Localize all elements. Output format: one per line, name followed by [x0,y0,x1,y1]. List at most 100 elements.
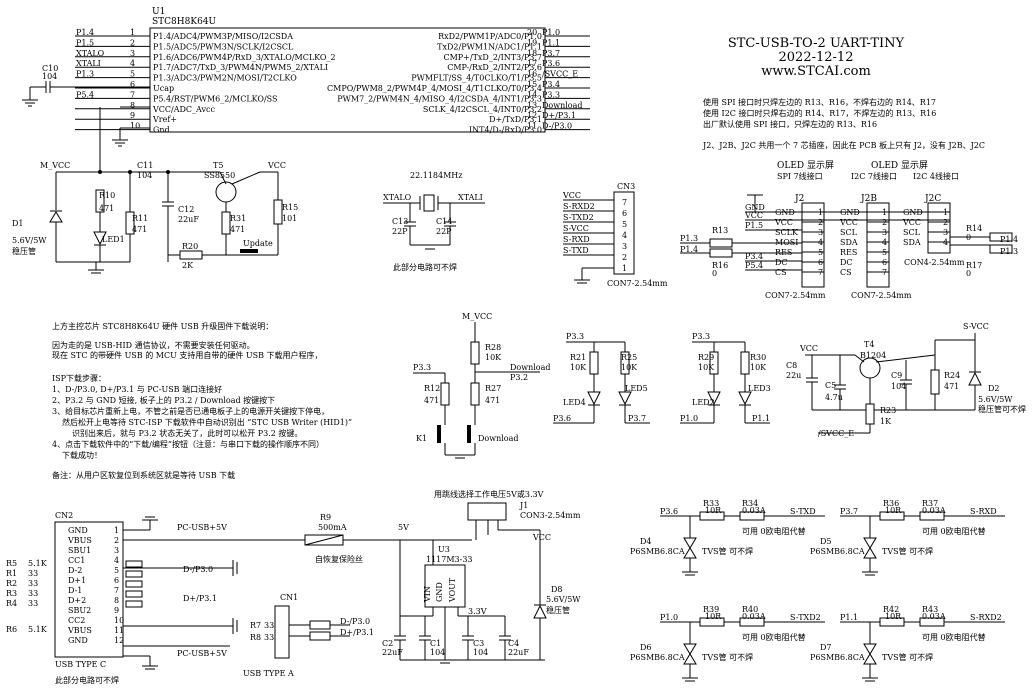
led3-ref: LED3 [748,384,771,393]
mcu-right-pin-num: 19 [527,38,537,47]
note-j2: J2、J2B、J2C 共用一个 7 芯插座，因此在 PCB 板上只有 J2，没有… [702,140,985,150]
j2c-ref: J2C [924,194,941,204]
d1-ref: D1 [12,219,24,228]
cn3-pin-num: 4 [622,231,627,240]
u3-vout: VOUT [448,577,457,603]
usbc-pin-num: 7 [114,586,119,595]
oled-i2c7-sub: I2C 7线接口 [851,171,897,181]
usb-type-a: CN1 USB TYPE A R7 33 R8 33 D-/P3.0 D+/P3… [243,593,374,678]
cn1-ref: CN1 [280,593,298,602]
cn3-net-label: S-RXD [563,235,590,244]
mcu-ref: U1 [152,7,165,17]
crystal-note: 此部分电路可不焊 [393,262,457,272]
mcu-right-net: P1.1 [542,38,560,47]
r28-value: 10K [485,353,502,362]
c1-ref: C1 [430,639,441,648]
mcu-right-net: P3.3 [542,90,560,99]
j2b-pins-label: DC [840,258,853,267]
crystal-xtali: XTALI [458,193,483,202]
mcu-right-net: P3.7 [542,49,560,58]
r21-value: 10K [570,363,587,372]
r20-value: 2K [182,261,194,270]
c11-value: 104 [137,171,152,180]
tvs-r2-value: 0.03A [742,612,766,621]
cn3-pin-num: 7 [622,198,627,207]
mcu-right-pin-label: CMPO/PWM8_2/PWM4P_4/MOSI_4/T1CLKO/T0/P3.… [327,84,542,93]
tvs-diode [683,643,697,655]
usbc-res-value: 33 [28,599,38,608]
mcu-right-pin-num: 12 [527,111,537,120]
board-date: 2022-12-12 [779,50,854,65]
c9-value: 104 [891,382,906,391]
mcu-left-net: P1.3 [76,70,94,79]
tvs-d-value: P6SMB6.8CA [630,653,685,662]
c13-value: 22P [392,227,408,236]
tvs-d-value: P6SMB6.8CA [630,547,685,556]
usbc-pin-label: D+2 [68,596,86,605]
r12-ref: R12 [424,384,440,393]
u3-part: 1117M3-33 [426,555,473,564]
r15-ref: R15 [282,203,298,212]
mcu-right-net: D-/P3.0 [542,122,572,131]
usbc-pin-num: 4 [114,556,119,565]
mcu-right-pin-label: CMP-/RxD_2/INT2/P3.6 [447,63,542,72]
j2-body [801,202,825,288]
svcc-section: VCC T4 B1204 S-VCC C8 22u C5 4.7u C9 104… [786,322,1026,438]
r11-ref: R11 [132,214,148,223]
mcu-right-pin-num: 14 [527,90,537,99]
mcu-left-pin-num: 1 [130,28,135,37]
tvs-r2-ref: R40 [742,605,758,614]
tvs-d-value: P6SMB6.8CA [810,547,865,556]
tvs-r1-value: 10R [705,506,722,515]
j2-pins-label: SCLK [775,228,799,237]
usbc-pin-num: 11 [114,626,124,635]
usbc-res-body [125,590,143,598]
tvs-d-ref: D6 [640,643,652,652]
r10-ref: R10 [99,191,115,200]
tvs-port: P1.0 [660,613,678,622]
crystal-freq: 22.1184MHz [410,171,462,180]
tvs-r2-value: 0.03A [922,612,946,621]
r11-value: 471 [132,225,147,234]
c10-ref: C10 [42,64,58,73]
tvs-d-ref: D7 [820,643,832,652]
v33-label: 3.3V [468,607,487,616]
k1-ref: K1 [416,434,427,443]
vcc-label: VCC [267,161,286,170]
r15-value: 101 [282,214,297,223]
oled-i2c4-sub: I2C 4线接口 [913,171,959,181]
j2c-pins-label: VCC [902,218,921,227]
usbc-pin-num: 5 [114,566,119,575]
instr-s3: 3、给目标芯片重新上电，不管之前是否已通电板子上的电源开关键按下停电， [52,406,329,416]
usbc-res-value: 33 [28,579,38,588]
oled-p34-label: P3.4 [745,252,763,261]
dl-p33: P3.3 [413,363,431,372]
instr-s4b: 下载成功！ [62,450,102,460]
j2b-pins-label: CS [840,268,852,277]
oled-spi-sub: SPI 7线接口 [777,171,823,181]
tvs-diode [863,653,877,665]
r13-ref: R13 [712,226,728,235]
r30-ref: R30 [750,353,766,362]
tvs-note2: TVS管 可不焊 [702,652,753,662]
c4-value: 22uF [508,648,529,657]
j2-ref: J2 [794,194,804,204]
svcc-label: S-VCC [963,322,989,331]
mcu-left-pin-num: 2 [130,38,135,47]
c12-value: 22uF [178,215,199,224]
j1-value: CON3-2.54mm [520,511,581,520]
usbc-pin-num: 12 [114,636,124,645]
cn3-pin-num: 2 [622,253,627,262]
cn2-ref: CN2 [55,511,73,520]
mcu-body [149,27,546,133]
mcu-right-pin-label: D+/TxD/P3.1 [489,115,542,124]
usbc-pin-label: CC2 [68,616,85,625]
r27-ref: R27 [485,384,501,393]
c3-ref: C3 [473,639,484,648]
tvs-out: S-TXD [790,507,816,516]
tvs-diode [683,653,697,665]
